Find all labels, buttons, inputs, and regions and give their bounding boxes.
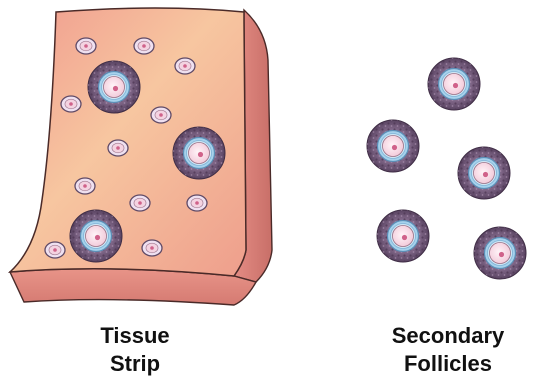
tissue-strip-caption-line-1: Tissue (60, 322, 210, 350)
isolated-secondary-follicle (474, 227, 526, 279)
primordial-follicle (187, 195, 207, 211)
primordial-follicle (175, 58, 195, 74)
primordial-follicle (61, 96, 81, 112)
isolated-secondary-follicle (367, 120, 419, 172)
secondary-follicles-caption-line-2: Follicles (358, 350, 538, 378)
primordial-follicle (76, 38, 96, 54)
isolated-secondary-follicle (428, 58, 480, 110)
isolated-secondary-follicle (377, 210, 429, 262)
isolated-secondary-follicle (458, 147, 510, 199)
tissue-strip-caption-line-2: Strip (60, 350, 210, 378)
primordial-follicle (151, 107, 171, 123)
secondary-follicle (88, 61, 140, 113)
primordial-follicle (108, 140, 128, 156)
secondary-follicles-caption: Secondary Follicles (358, 322, 538, 378)
secondary-follicles-caption-line-1: Secondary (358, 322, 538, 350)
secondary-follicle (173, 127, 225, 179)
primordial-follicle (75, 178, 95, 194)
secondary-follicle (70, 210, 122, 262)
isolated-secondary-follicles (367, 58, 526, 279)
primordial-follicle (134, 38, 154, 54)
primordial-follicle (130, 195, 150, 211)
primordial-follicle (45, 242, 65, 258)
tissue-strip-caption: Tissue Strip (60, 322, 210, 378)
primordial-follicle (142, 240, 162, 256)
